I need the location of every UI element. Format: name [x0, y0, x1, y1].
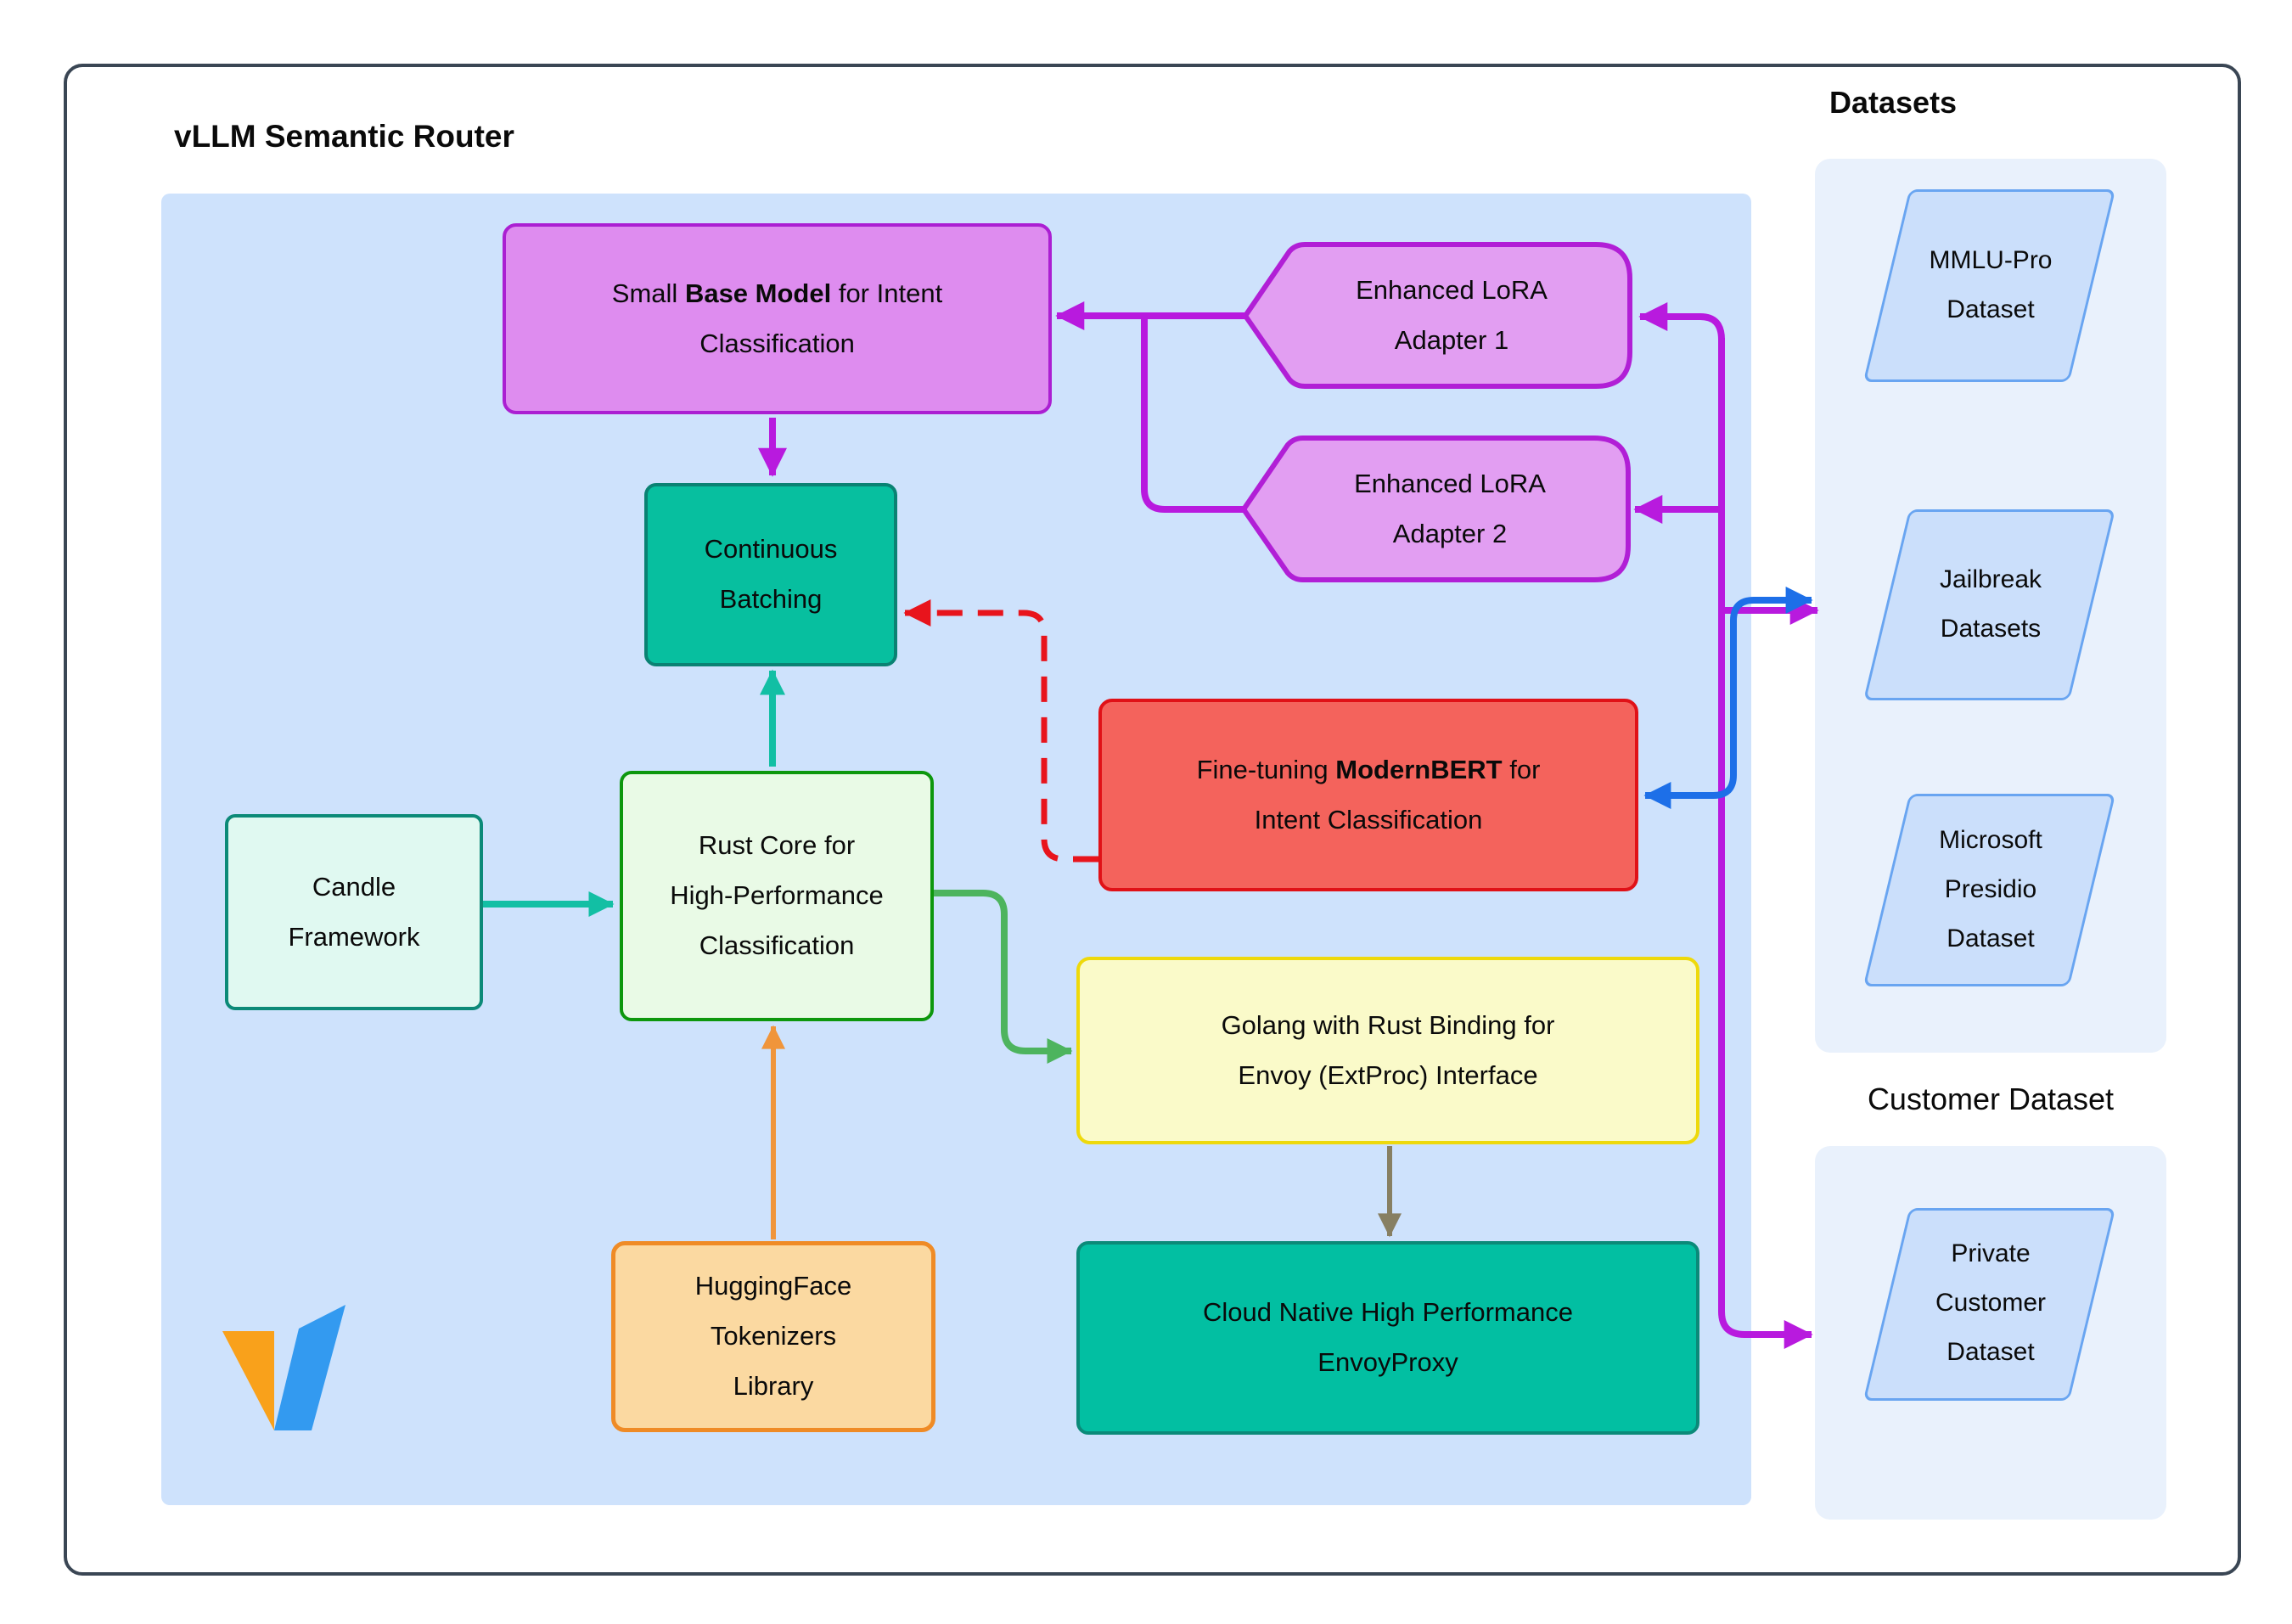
jailbreak-datasets-label: Jailbreak Datasets [1851, 555, 2131, 654]
node-label: Intent Classification [1254, 804, 1483, 834]
arrow-bus-to-private-customer [1718, 338, 1813, 1349]
datasets-heading: Datasets [1829, 85, 1958, 120]
node-label: High-Performance [670, 880, 884, 911]
arrow-jailbreak-modernbert [1643, 587, 1813, 809]
node-golang-extproc: Golang with Rust Binding for Envoy (ExtP… [1076, 957, 1699, 1144]
node-envoyproxy: Cloud Native High Performance EnvoyProxy [1076, 1241, 1699, 1435]
node-label: Classification [699, 930, 855, 960]
node-label: Enhanced LoRA [1356, 274, 1548, 305]
node-lora-adapter2: Enhanced LoRA Adapter 2 [1272, 438, 1628, 580]
node-label: Enhanced LoRA [1354, 468, 1546, 498]
node-label: Classification [699, 328, 855, 358]
node-rust-core: Rust Core for High-Performance Classific… [620, 771, 934, 1021]
node-label: Adapter 2 [1392, 518, 1508, 548]
node-small-base-model: Small Base Model for Intent Classificati… [503, 223, 1052, 414]
label-line: Dataset [1947, 295, 2035, 323]
label-line: MMLU-Pro [1929, 246, 2053, 274]
line-adapter2-join [1141, 312, 1247, 513]
node-label: Cloud Native High Performance [1203, 1297, 1573, 1328]
arrow-rustcore-to-golang [934, 890, 1073, 1064]
page-title: vLLM Semantic Router [174, 119, 514, 154]
vllm-logo-blue-check [274, 1305, 345, 1430]
node-lora-adapter1: Enhanced LoRA Adapter 1 [1273, 244, 1630, 386]
node-label: HuggingFace [694, 1271, 852, 1301]
label-line: Microsoft [1939, 826, 2042, 854]
node-label: Candle [312, 871, 396, 902]
lora-adapter1-shape [1243, 242, 1632, 389]
label-line: Datasets [1940, 615, 2042, 643]
node-label: Envoy (ExtProc) Interface [1238, 1059, 1538, 1090]
node-finetuning-modernbert: Fine-tuning ModernBERT for Intent Classi… [1098, 699, 1638, 891]
label-line: Presidio [1944, 875, 2037, 903]
private-customer-dataset-label: Private Customer Dataset [1851, 1229, 2131, 1377]
vllm-logo-icon [222, 1305, 345, 1430]
node-label: Golang with Rust Binding for [1221, 1009, 1555, 1040]
customer-dataset-heading: Customer Dataset [1867, 1082, 2115, 1116]
label-line: Private [1951, 1239, 2031, 1267]
node-label: Rust Core for [698, 830, 856, 861]
arrow-bus-to-adapter1 [1638, 302, 1725, 340]
lora-adapter2-shape [1241, 436, 1631, 582]
arrow-modernbert-to-batching-dashed [903, 599, 1098, 863]
vllm-logo-orange-triangle [222, 1331, 274, 1430]
node-label: Continuous [704, 534, 838, 565]
mmlu-pro-dataset-label: MMLU-Pro Dataset [1851, 236, 2131, 334]
label-line: Dataset [1947, 924, 2035, 952]
node-continuous-batching: Continuous Batching [644, 483, 897, 666]
node-label: Framework [288, 921, 420, 952]
node-label: Adapter 1 [1394, 324, 1509, 355]
node-label: Library [733, 1370, 814, 1401]
node-candle-framework: Candle Framework [225, 814, 483, 1010]
node-label: Tokenizers [710, 1321, 837, 1351]
presidio-dataset-label: Microsoft Presidio Dataset [1851, 816, 2131, 964]
node-label: Batching [719, 584, 823, 614]
node-label: Fine-tuning ModernBERT for [1196, 754, 1541, 784]
label-line: Customer [1935, 1289, 2047, 1317]
label-line: Jailbreak [1939, 565, 2042, 593]
node-label: EnvoyProxy [1317, 1347, 1458, 1377]
node-huggingface-tokenizers: HuggingFace Tokenizers Library [611, 1241, 935, 1432]
node-label: Small Base Model for Intent [611, 278, 943, 308]
label-line: Dataset [1947, 1338, 2035, 1366]
